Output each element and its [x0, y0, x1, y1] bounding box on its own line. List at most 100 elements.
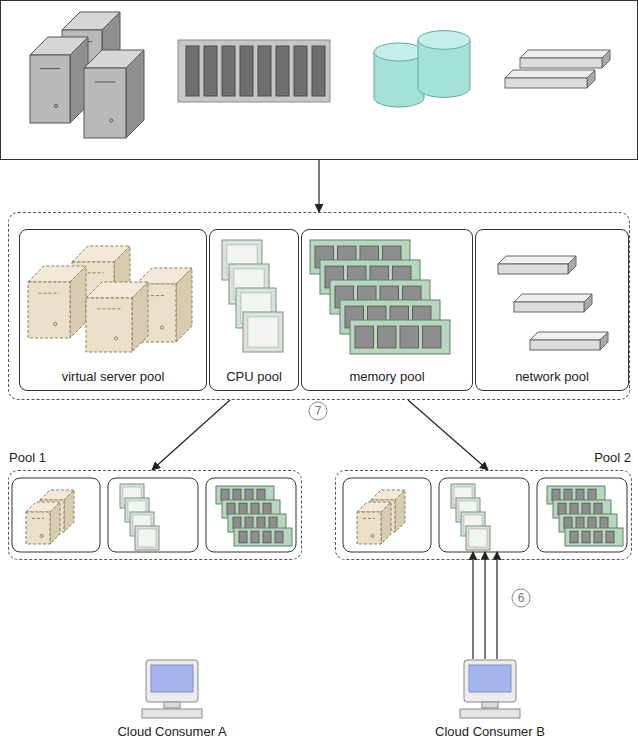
pool-heading: Pool 1 — [9, 450, 46, 466]
pool-label: CPU pool — [210, 369, 298, 385]
module-chip — [564, 489, 572, 501]
module-chip — [600, 517, 608, 529]
cloud-consumer: Cloud Consumer B — [415, 655, 565, 741]
sub-pool-box — [108, 478, 198, 552]
server-slot — [98, 308, 121, 309]
rack-board — [258, 46, 271, 96]
module-chip — [594, 503, 602, 515]
connector-arrow — [484, 552, 485, 659]
box-3d — [514, 294, 592, 312]
server-led — [160, 326, 163, 329]
server-led — [110, 119, 113, 122]
server-slot — [146, 295, 166, 296]
server-slot — [40, 68, 60, 69]
module-chip — [400, 326, 419, 348]
box-side — [176, 268, 192, 342]
stand — [164, 702, 180, 708]
chip-body — [135, 526, 159, 550]
module-chip — [423, 326, 442, 348]
module-chip — [251, 531, 259, 543]
module-chip — [576, 489, 584, 501]
module-chip — [606, 531, 614, 543]
chip-body — [466, 526, 490, 550]
cpu-chip — [466, 526, 490, 550]
cylinder-top — [374, 43, 424, 61]
module-board — [234, 528, 292, 546]
module-chip — [245, 489, 253, 501]
module-chip — [233, 489, 241, 501]
box-side — [600, 332, 608, 350]
box-3d — [357, 502, 391, 544]
box-front — [505, 78, 587, 88]
box-front — [28, 282, 70, 338]
module-chip — [588, 517, 596, 529]
module-chip — [582, 531, 590, 543]
server-led — [54, 104, 57, 107]
consumer-label: Cloud Consumer B — [415, 724, 565, 740]
box-front — [26, 512, 50, 544]
box-side — [602, 50, 610, 68]
box-top — [530, 332, 608, 340]
module-chip — [257, 517, 265, 529]
module-chip — [233, 517, 241, 529]
pool-label: network pool — [476, 369, 628, 385]
box-3d — [84, 50, 144, 138]
pool-group: Pool 2 — [335, 470, 632, 560]
server-led — [54, 322, 57, 325]
pool-box: memory pool — [301, 229, 473, 391]
module-chip — [245, 517, 253, 529]
box-3d — [26, 502, 60, 544]
module-chip — [355, 326, 374, 348]
rack-board — [312, 46, 325, 96]
pool-box: CPU pool — [209, 229, 299, 391]
box-3d — [520, 50, 610, 68]
connector-arrow — [152, 400, 230, 470]
callout-number: 7 — [309, 402, 327, 420]
computer-icon — [460, 660, 520, 718]
pool-box: network pool — [475, 229, 629, 391]
rack — [178, 40, 330, 102]
module-chip — [257, 489, 265, 501]
stand — [482, 702, 498, 708]
box-front — [86, 298, 132, 352]
callout-circle — [512, 589, 530, 607]
sub-pool-box — [343, 478, 431, 552]
callout-circle — [309, 402, 327, 420]
module-chip — [570, 531, 578, 543]
module-chip — [239, 503, 247, 515]
rack-board — [186, 46, 199, 96]
screen — [151, 665, 193, 692]
box-side — [70, 266, 86, 338]
pool-label: memory pool — [302, 369, 472, 385]
rack-board — [240, 46, 253, 96]
module-chip — [378, 326, 397, 348]
box-top — [514, 294, 592, 302]
module-chip — [558, 503, 566, 515]
module-chip — [263, 531, 271, 543]
module-chip — [582, 503, 590, 515]
connector-arrow — [408, 400, 488, 470]
module-chip — [594, 531, 602, 543]
box-front — [30, 55, 70, 123]
server-slot — [32, 518, 44, 519]
callout-number: 6 — [512, 589, 530, 607]
box-front — [520, 58, 602, 68]
box-3d — [505, 70, 595, 88]
module-chip — [251, 503, 259, 515]
connector-arrow — [496, 552, 497, 659]
server-led — [114, 337, 117, 340]
connector-arrow — [472, 552, 473, 659]
box-3d — [28, 266, 86, 338]
sub-pool-box — [537, 478, 627, 552]
box-side — [381, 502, 391, 544]
monitor — [146, 660, 198, 702]
screen — [469, 665, 511, 692]
box-side — [395, 490, 405, 532]
server-slot — [95, 82, 116, 83]
cloud-consumer: Cloud Consumer A — [97, 655, 247, 741]
chip-die — [138, 529, 156, 547]
box-3d — [498, 256, 576, 274]
memory-module — [350, 320, 450, 354]
keyboard — [460, 709, 520, 718]
storage-cylinder — [418, 31, 470, 98]
